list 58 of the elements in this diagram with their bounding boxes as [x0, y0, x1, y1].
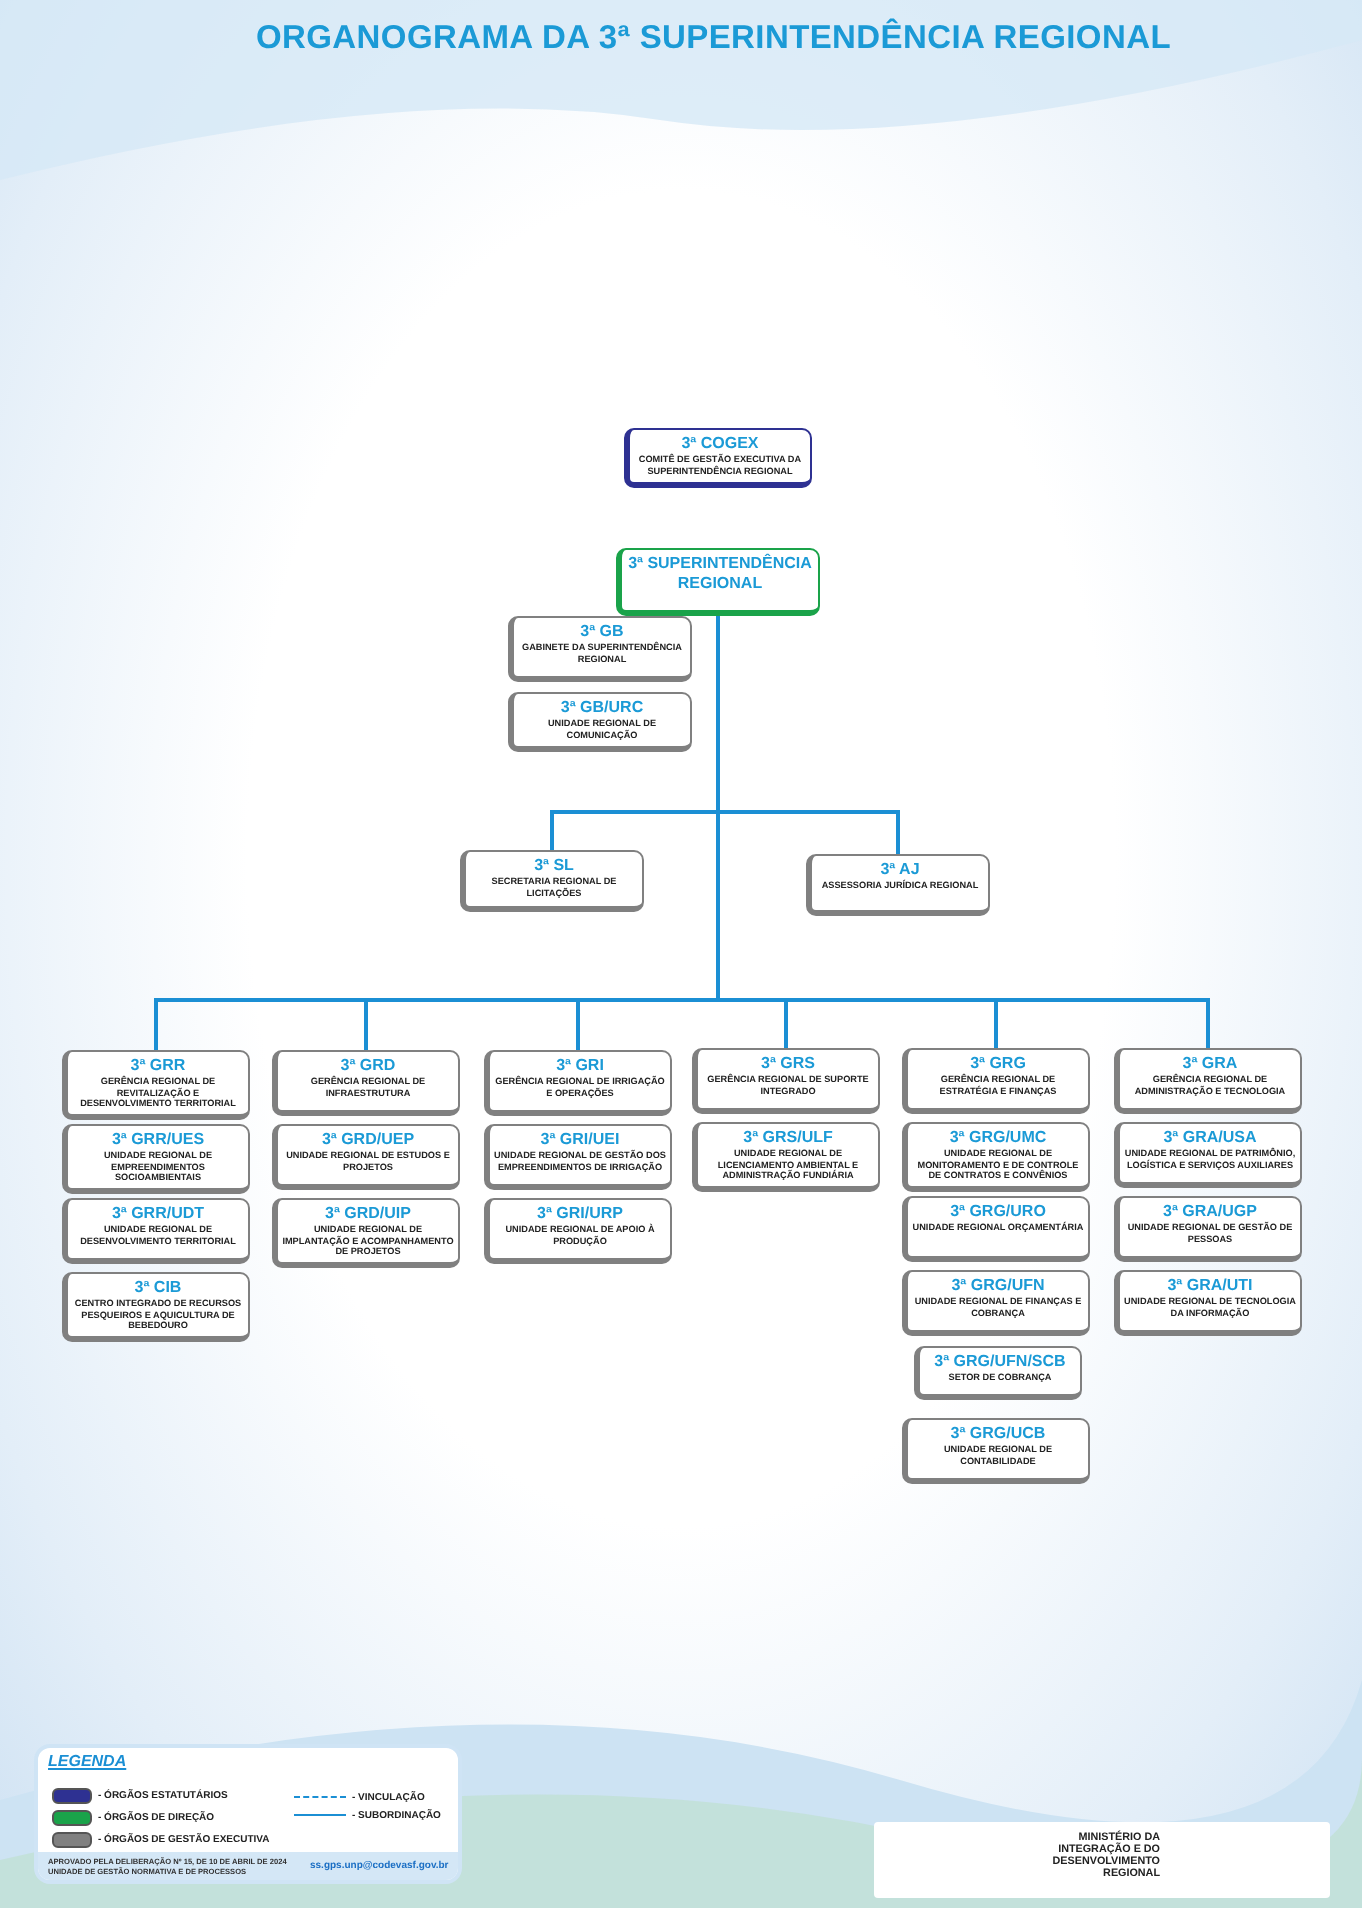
unit-code: 3ª COGEX — [679, 434, 761, 452]
unit-code: 3ª GRA/USA — [1161, 1128, 1259, 1146]
org-unit-box — [1114, 1270, 1302, 1336]
org-unit-box — [914, 1346, 1082, 1400]
unit-code: 3ª GRI/URP — [535, 1204, 625, 1222]
org-unit-box — [272, 1198, 460, 1268]
unit-code: 3ª GRA/UGP — [1161, 1202, 1259, 1220]
unit-code: 3ª AJ — [878, 860, 922, 878]
org-unit-box — [62, 1050, 250, 1120]
unit-code: 3ª GRG/UFN/SCB — [932, 1352, 1068, 1370]
unit-code: 3ª GRG — [968, 1054, 1028, 1072]
unit-code: 3ª GRA — [1180, 1054, 1240, 1072]
unit-code: 3ª GRD/UEP — [319, 1130, 417, 1148]
org-unit-box — [460, 850, 644, 912]
unit-code: 3ª GRS — [759, 1054, 817, 1072]
unit-code: 3ª SUPERINTENDÊNCIA REGIONAL — [626, 554, 814, 592]
org-unit-box — [902, 1418, 1090, 1484]
legend-heading: LEGENDA — [48, 1752, 127, 1770]
unit-code: 3ª GRD — [338, 1056, 398, 1074]
org-unit-box — [1114, 1048, 1302, 1114]
org-unit-box — [692, 1048, 880, 1114]
unit-code: 3ª GB/URC — [558, 698, 646, 716]
unit-code: 3ª SL — [532, 856, 576, 874]
org-unit-box — [902, 1048, 1090, 1114]
org-unit-box — [508, 616, 692, 682]
unit-code: 3ª GB — [578, 622, 626, 640]
org-unit-box — [62, 1124, 250, 1194]
org-unit-box — [624, 428, 812, 488]
unit-code: 3ª GRG/UFN — [949, 1276, 1047, 1294]
unit-code: 3ª GRI — [554, 1056, 606, 1074]
unit-code: 3ª GRG/UCB — [948, 1424, 1048, 1442]
org-unit-box — [1114, 1122, 1302, 1188]
org-unit-box — [1114, 1196, 1302, 1262]
org-unit-box — [616, 548, 820, 616]
org-unit-box — [902, 1122, 1090, 1192]
unit-code: 3ª GRD/UIP — [323, 1204, 413, 1222]
org-unit-box — [902, 1270, 1090, 1336]
unit-code: 3ª GRG/UMC — [947, 1128, 1049, 1146]
org-unit-box — [484, 1124, 672, 1190]
org-unit-box — [806, 854, 990, 916]
org-unit-box — [62, 1198, 250, 1264]
org-unit-box — [692, 1122, 880, 1192]
unit-code: 3ª GRG/URO — [948, 1202, 1048, 1220]
unit-code: 3ª CIB — [132, 1278, 184, 1296]
unit-code: 3ª GRA/UTI — [1165, 1276, 1255, 1294]
org-unit-box — [272, 1124, 460, 1190]
unit-code: 3ª GRR/UES — [109, 1130, 207, 1148]
org-unit-box — [272, 1050, 460, 1116]
unit-code: 3ª GRI/UEI — [538, 1130, 622, 1148]
org-unit-box — [508, 692, 692, 752]
org-unit-box — [484, 1198, 672, 1264]
unit-code: 3ª GRR — [128, 1056, 188, 1074]
org-unit-box — [484, 1050, 672, 1116]
unit-code: 3ª GRS/ULF — [741, 1128, 835, 1146]
diagram-title: ORGANOGRAMA DA 3ª SUPERINTENDÊNCIA REGIONAL — [256, 20, 1171, 58]
org-unit-box — [902, 1196, 1090, 1262]
unit-code: 3ª GRR/UDT — [109, 1204, 207, 1222]
org-unit-box — [62, 1272, 250, 1342]
